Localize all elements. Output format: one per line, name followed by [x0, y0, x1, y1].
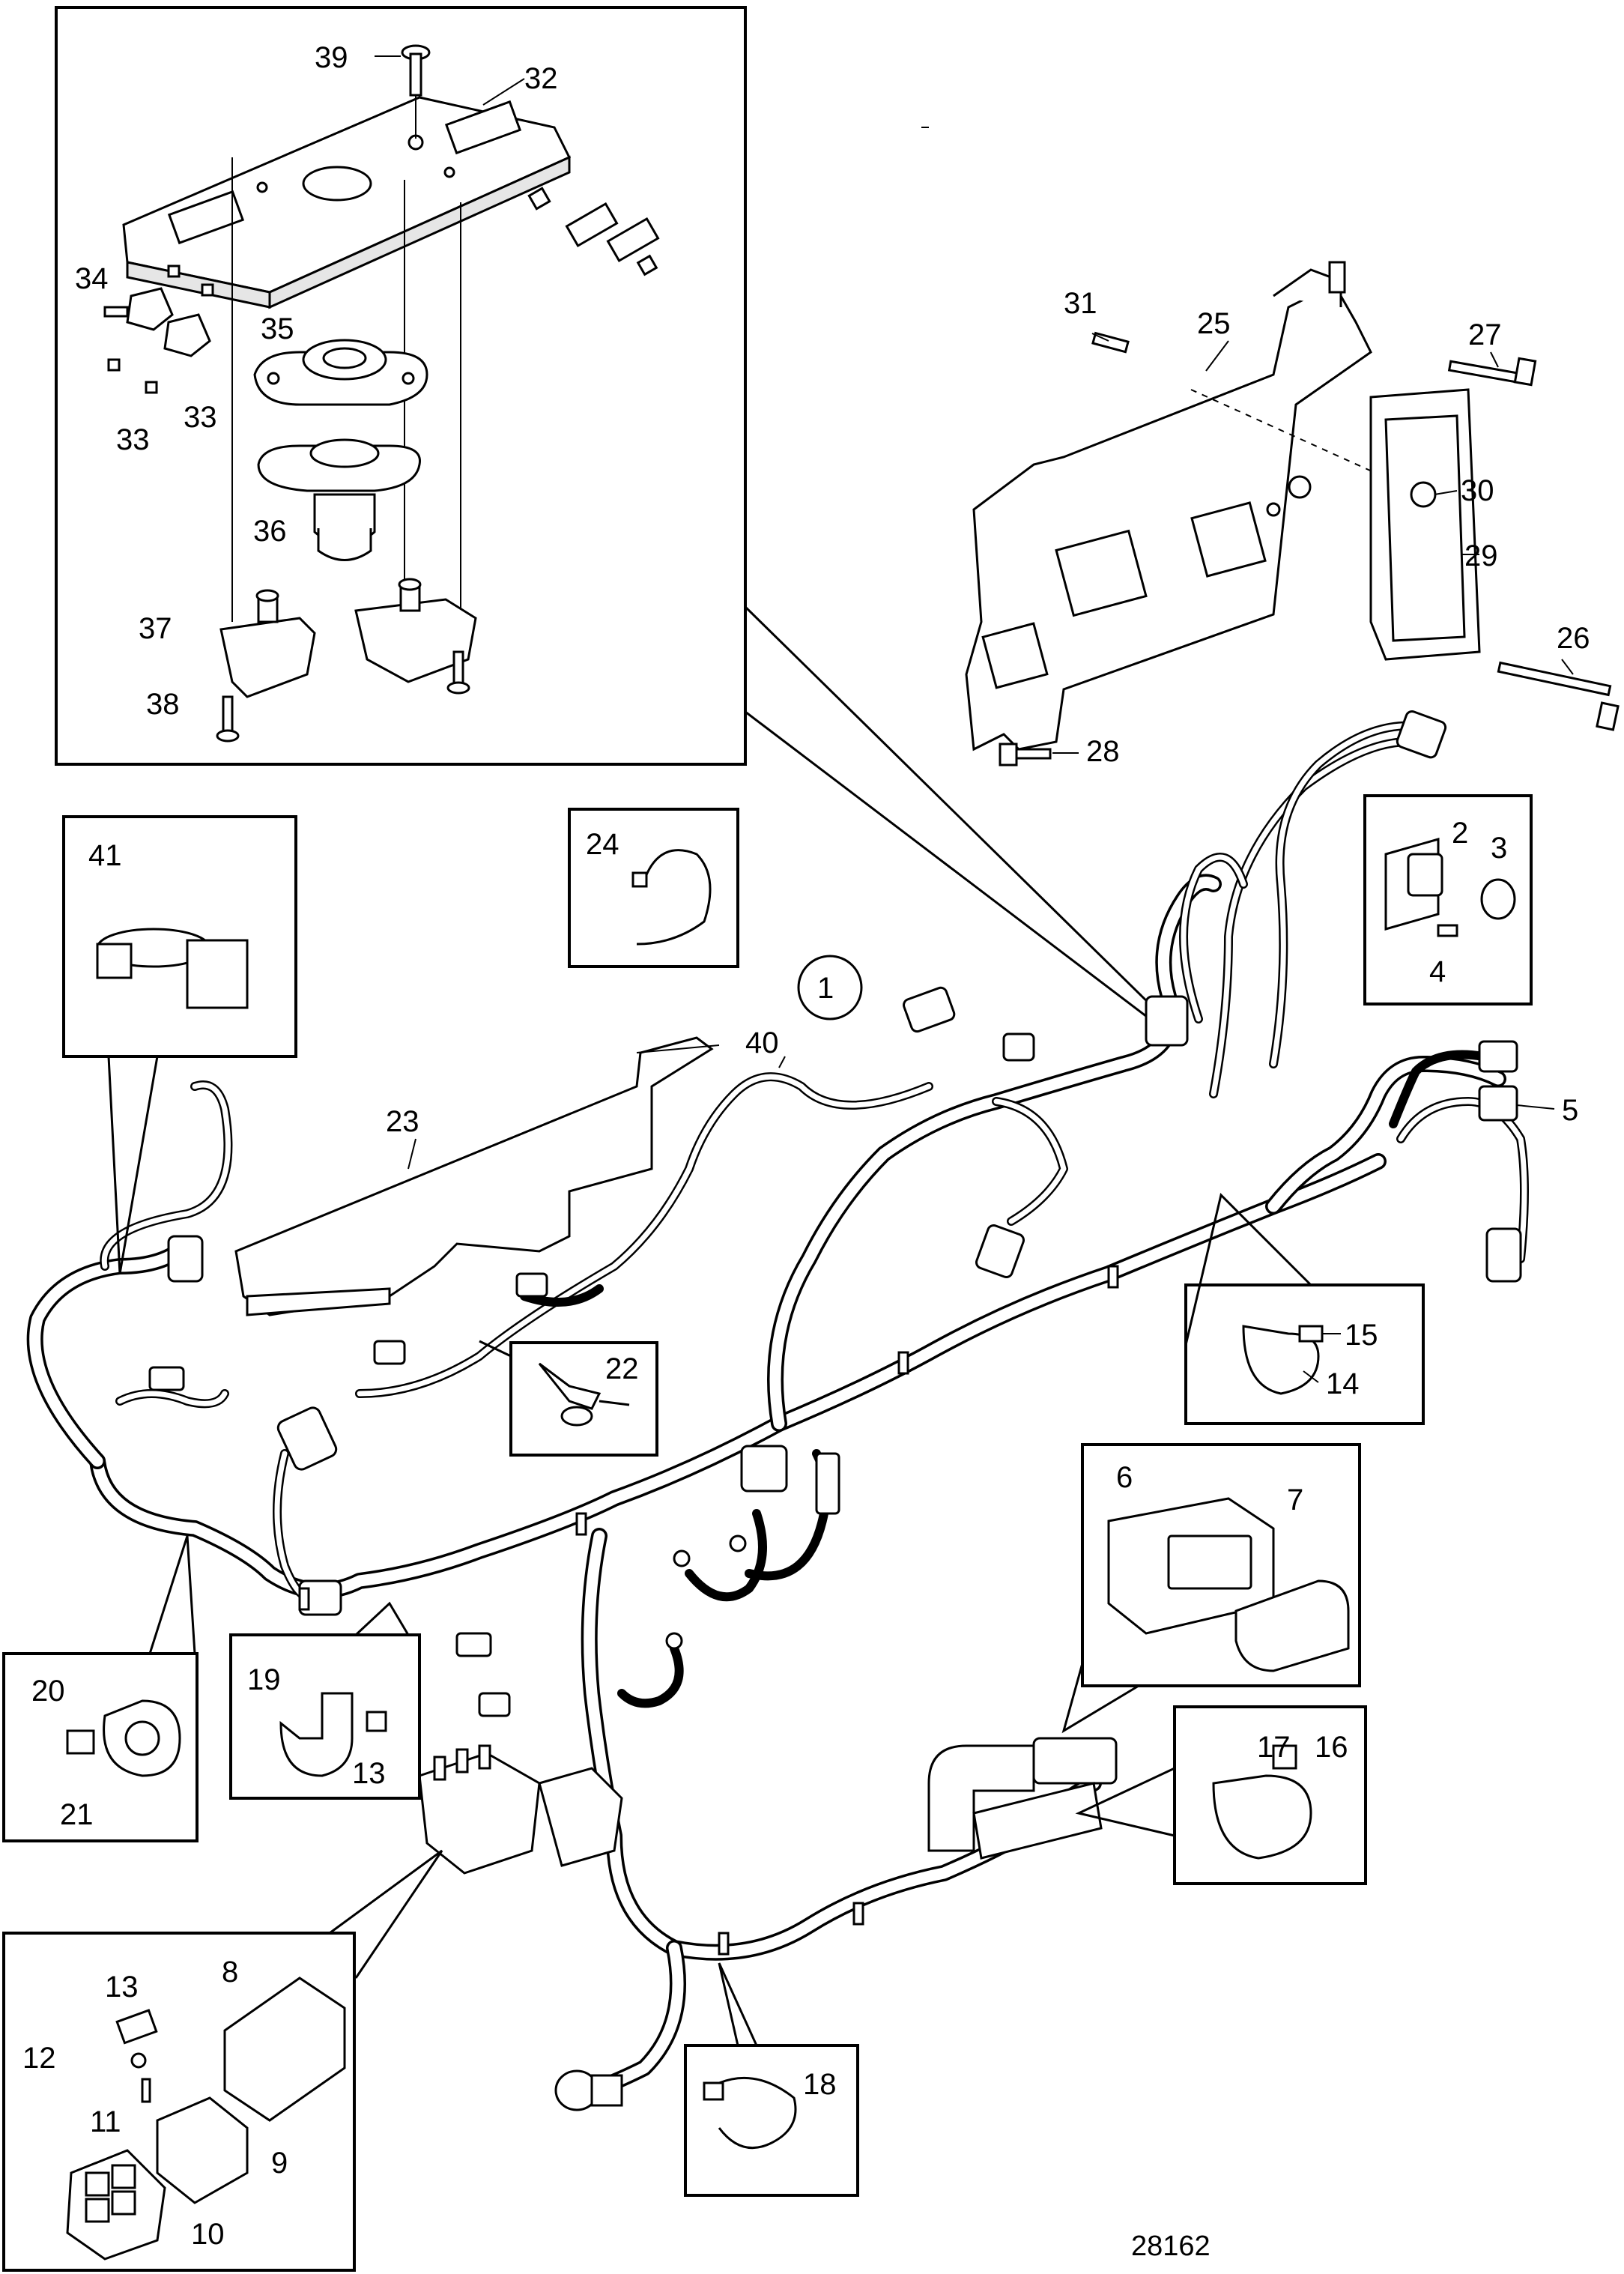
inset-bracket-assembly [55, 6, 1155, 1020]
callout-7: 7 [1287, 1484, 1303, 1516]
callout-29: 29 [1464, 539, 1498, 572]
callout-21: 21 [60, 1798, 94, 1831]
callout-14: 14 [1326, 1367, 1360, 1400]
inset-22-clip [479, 1340, 658, 1457]
assembly-marker-label: 1 [817, 972, 834, 1005]
callout-41: 41 [88, 839, 122, 872]
callout-27: 27 [1468, 318, 1502, 351]
assembly-marker-circle [797, 955, 863, 1020]
callout-23: 23 [386, 1105, 419, 1138]
mounting-plate-35 [253, 339, 428, 406]
callout-8: 8 [222, 1956, 238, 1989]
screw-38a [216, 695, 240, 743]
callout-15: 15 [1345, 1319, 1378, 1352]
callout-labels: 1 2 3 4 5 6 7 8 9 10 11 12 13 13 14 15 1… [22, 41, 1590, 2251]
relay-33 [145, 283, 214, 394]
callout-36: 36 [253, 515, 287, 548]
callout-26: 26 [1557, 622, 1590, 655]
callout-10: 10 [191, 2218, 225, 2251]
ecu-connector-assembly [927, 1737, 1118, 1860]
inset-19-13-clamp [229, 1601, 421, 1800]
rubber-mount-37a [219, 589, 316, 698]
callout-16: 16 [1315, 1731, 1348, 1764]
callout-31: 31 [1064, 287, 1097, 320]
callout-13-clamp: 13 [352, 1757, 386, 1790]
callout-18: 18 [803, 2068, 837, 2101]
callout-28: 28 [1086, 735, 1120, 768]
callout-34: 34 [75, 262, 109, 295]
callout-33-left: 33 [116, 423, 150, 456]
callout-3: 3 [1491, 832, 1507, 865]
callout-11: 11 [90, 2105, 121, 2138]
callout-19: 19 [247, 1663, 281, 1696]
callout-5: 5 [1562, 1094, 1578, 1127]
callout-4: 4 [1429, 955, 1446, 988]
inset-18-clip [684, 1962, 859, 2197]
main-wiring-harness [26, 710, 1529, 2111]
inset-2-3-4-connector [1363, 794, 1533, 1006]
plate-29 [1369, 388, 1481, 661]
connector-bottom-left [554, 2069, 623, 2111]
callout-22: 22 [605, 1352, 639, 1385]
relay-34 [103, 264, 181, 372]
callout-38: 38 [146, 688, 180, 721]
callout-12: 12 [22, 2042, 56, 2075]
callout-9: 9 [271, 2147, 288, 2180]
callout-2: 2 [1452, 817, 1468, 850]
inset-14-15-clamp [1184, 1193, 1425, 1425]
screw-38b [446, 650, 470, 695]
callout-25: 25 [1197, 307, 1231, 340]
drawing-number: 28162 [1131, 2231, 1211, 2262]
mounting-plate-25 [965, 261, 1424, 752]
callout-6: 6 [1116, 1461, 1133, 1494]
callout-32: 32 [524, 62, 558, 95]
inset-8-13-relay [2, 1849, 443, 2272]
callout-37: 37 [139, 612, 172, 645]
callout-33-right: 33 [184, 401, 217, 434]
callout-20: 20 [31, 1675, 65, 1708]
screw-39 [401, 44, 431, 139]
callout-17: 17 [1257, 1731, 1291, 1764]
relay-cluster-right [527, 187, 660, 276]
callout-35: 35 [261, 312, 294, 345]
callout-13-relay: 13 [105, 1971, 139, 2004]
bolt-28 [999, 743, 1052, 766]
bolt-26 [1497, 661, 1620, 731]
inset-6-7-ecu-connector [1061, 1443, 1361, 1734]
inset-20-21-clamp [2, 1535, 199, 1842]
rubber-mount-37b [354, 578, 477, 683]
callout-39: 39 [315, 41, 348, 74]
grommet-36 [257, 438, 421, 561]
inset-24-cable-tie [568, 808, 739, 968]
callout-40: 40 [745, 1026, 779, 1059]
callout-24: 24 [586, 828, 619, 861]
relay-block-8 [418, 1744, 623, 1875]
inset-41-clip [62, 815, 297, 1274]
bolt-27 [1447, 357, 1537, 387]
inset-16-17-clamp [1075, 1705, 1367, 1885]
callout-30: 30 [1461, 474, 1494, 507]
